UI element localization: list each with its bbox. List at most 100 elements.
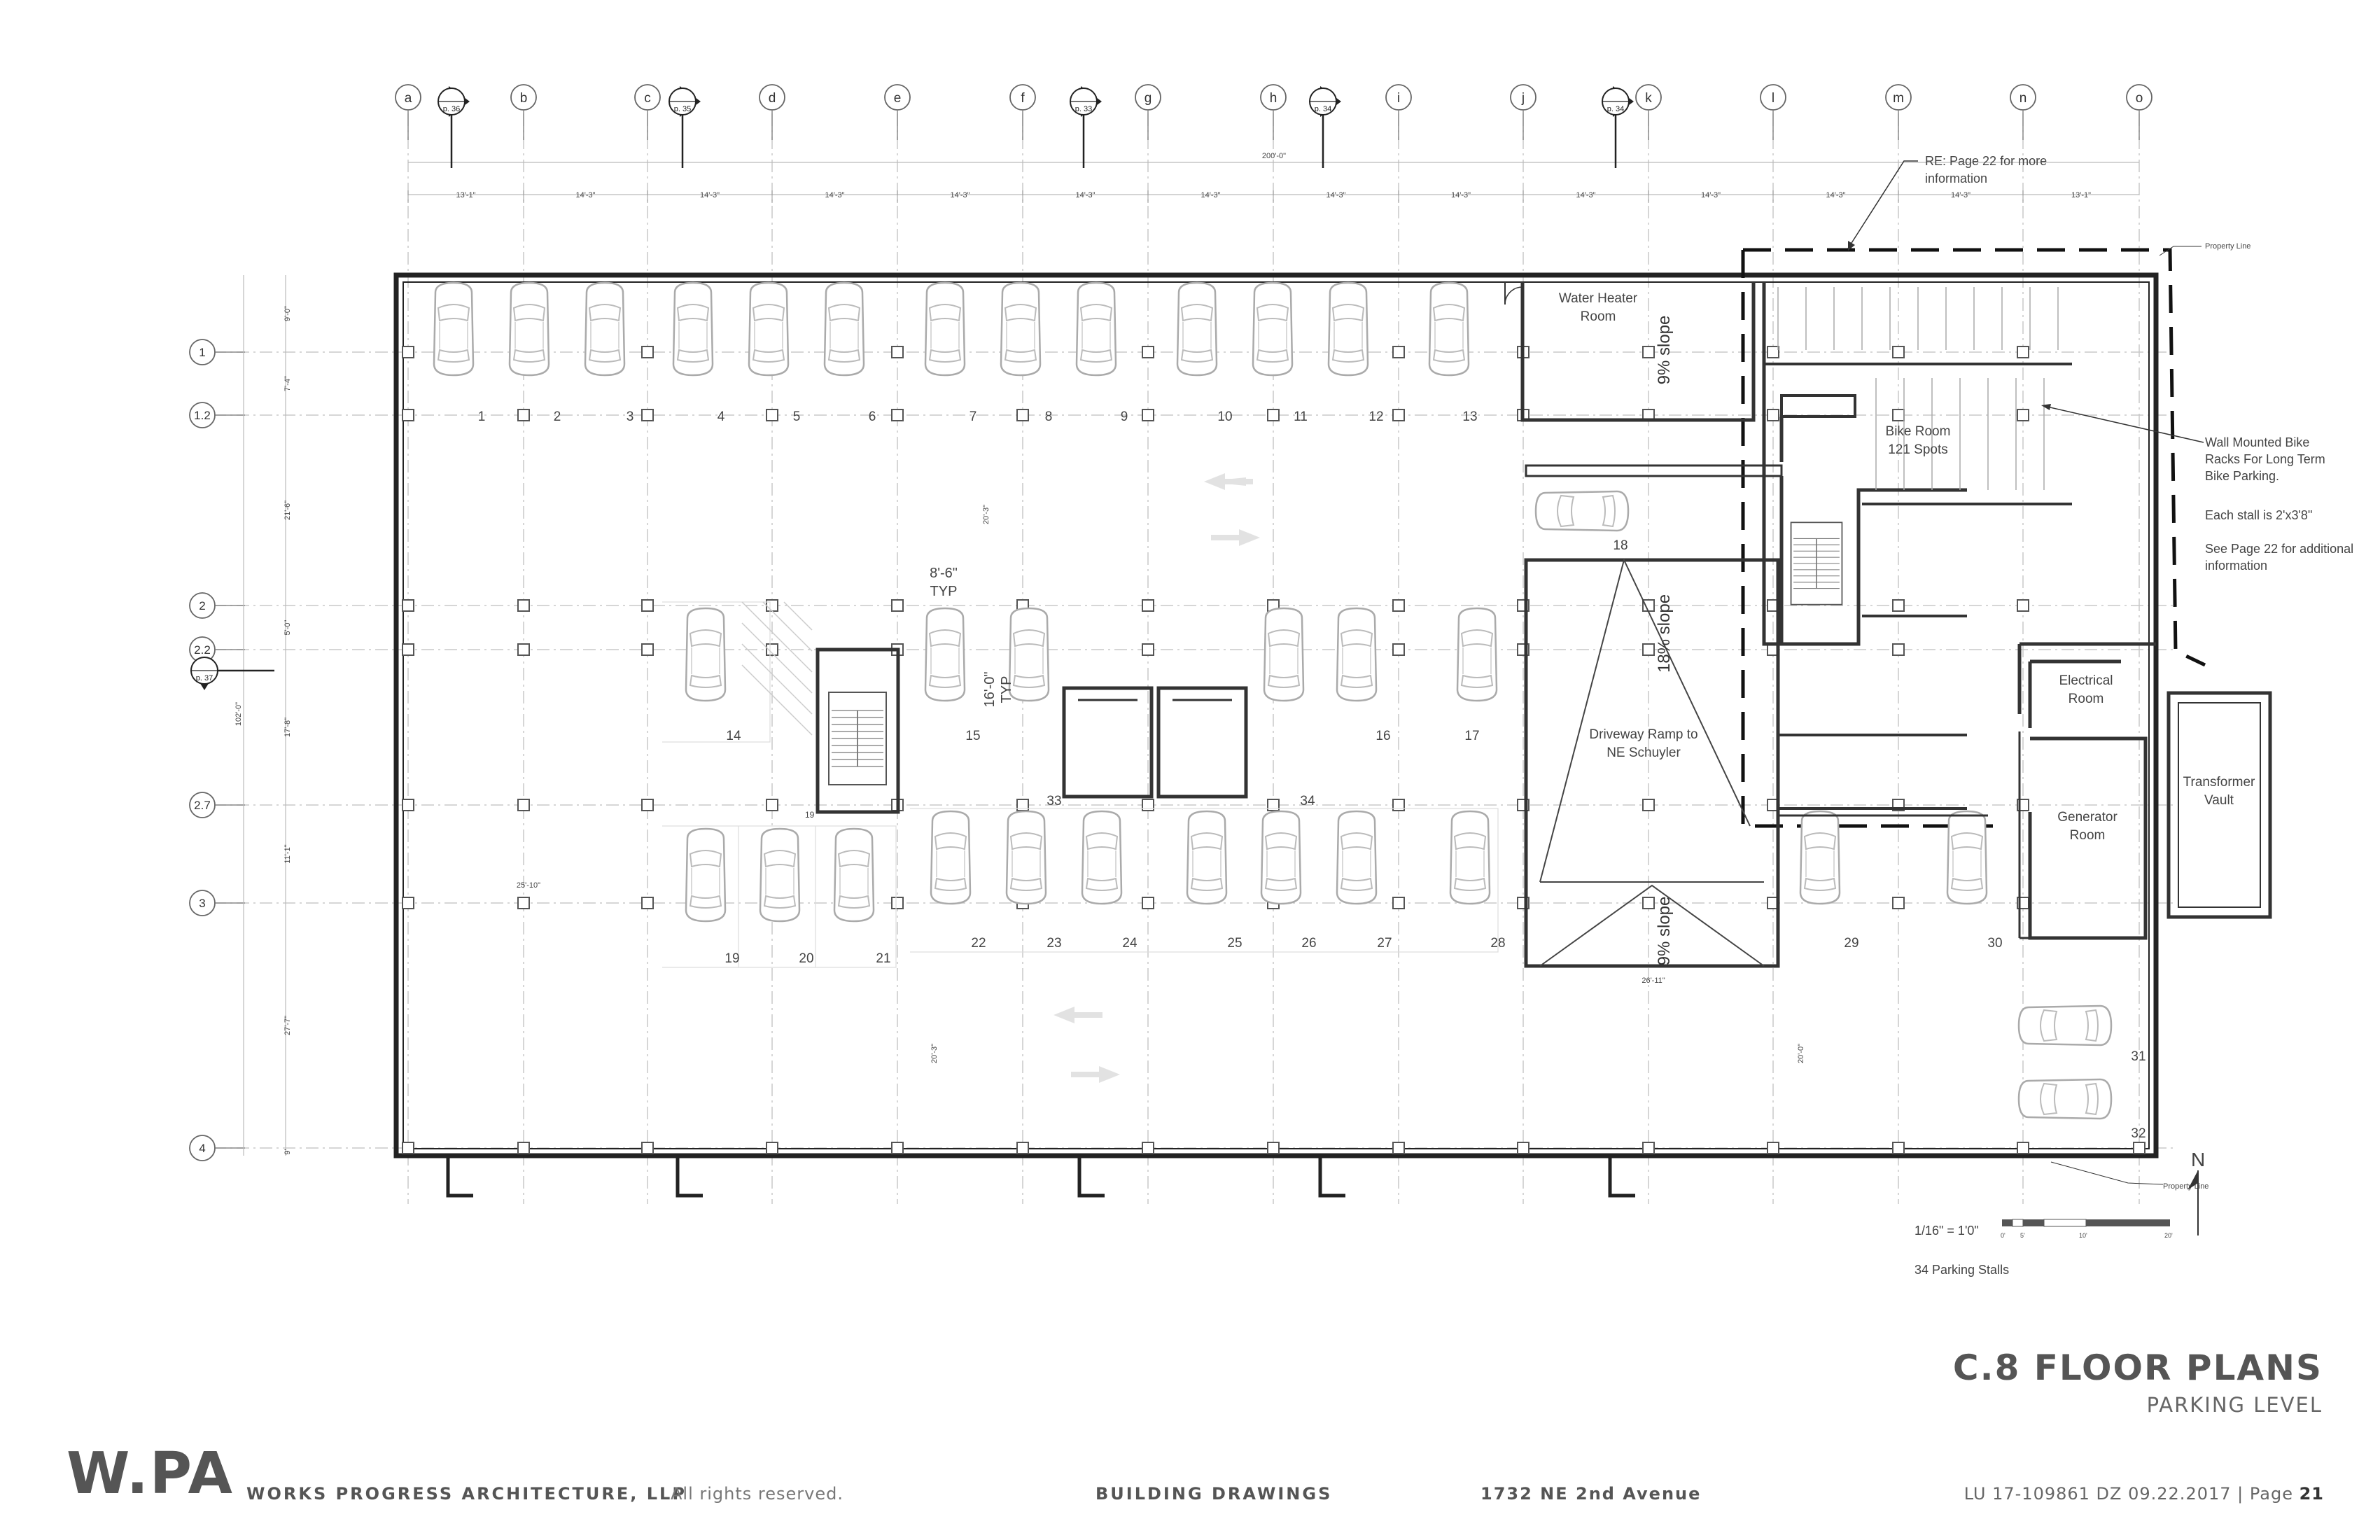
stall-number-29: 29 (1844, 936, 1858, 951)
column (402, 409, 414, 421)
column (1142, 346, 1154, 358)
stall-number-16: 16 (1376, 729, 1390, 743)
grid-label: g (1144, 91, 1152, 106)
section-marker: p. 33 (1070, 86, 1102, 168)
row-dim: 9' (284, 1149, 292, 1154)
column (1142, 1142, 1154, 1154)
property-line (1741, 248, 2206, 828)
svg-text:10': 10' (2079, 1232, 2087, 1239)
column (517, 409, 530, 421)
column (641, 799, 654, 811)
grid-bubble-row-4: 4 (189, 1135, 245, 1161)
grid-bubble-row-2.7: 2.7 (189, 792, 245, 818)
slope-lower: 9% slope (1655, 897, 1674, 966)
column (2133, 1142, 2146, 1154)
bay-dim: 14'-3" (1576, 191, 1595, 200)
north-label: N (2191, 1149, 2205, 1170)
section-marker: p. 35 (668, 86, 701, 168)
stall-number-28: 28 (1490, 936, 1505, 951)
stall-number-22: 22 (971, 936, 986, 951)
column (1142, 599, 1154, 612)
bay-dim: 14'-3" (575, 191, 595, 200)
parked-car-middle-row (1008, 607, 1050, 702)
grid-label: 1 (199, 346, 205, 359)
column (1642, 1142, 1655, 1154)
grid-label: b (520, 91, 528, 106)
svg-text:20': 20' (2164, 1232, 2173, 1239)
column (891, 897, 904, 909)
grid-label: a (405, 91, 412, 106)
column (1392, 643, 1405, 656)
re-page-note: RE: Page 22 for more (1925, 154, 2047, 168)
stall-number-14: 14 (726, 729, 741, 743)
column (891, 346, 904, 358)
bay-dim: 14'-3" (950, 191, 969, 200)
parked-car-lower-row (1799, 810, 1841, 905)
parked-car-lower-row (1336, 810, 1378, 905)
grid-bubble-col-b: b (510, 84, 537, 140)
bay-dim: 13'-1" (456, 191, 475, 200)
grid-bubble-col-n: n (2010, 84, 2036, 140)
stall-number-30: 30 (1987, 936, 2002, 951)
water-heater-room-label: Water Heater (1559, 291, 1638, 306)
column (1392, 1142, 1405, 1154)
column (1642, 897, 1655, 909)
column (1392, 799, 1405, 811)
section-marker: p. 34 (1309, 86, 1341, 168)
grid-label: f (1021, 91, 1025, 106)
parked-car-top-row (584, 281, 626, 377)
parked-car-lower-row (1186, 810, 1228, 905)
parked-car-top-row (1075, 281, 1117, 377)
firm-name: WORKS PROGRESS ARCHITECTURE, LLP (246, 1484, 687, 1504)
stall-number-25: 25 (1227, 936, 1242, 951)
column (1517, 1142, 1530, 1154)
grid-bubble-col-g: g (1135, 84, 1161, 140)
column (402, 1142, 414, 1154)
stall-width-typ: TYP (930, 584, 958, 599)
grid-label: l (1772, 91, 1774, 106)
grid-bubble-row-1.2: 1.2 (189, 402, 245, 428)
column (766, 409, 778, 421)
column (402, 897, 414, 909)
stall-number-4: 4 (718, 410, 725, 424)
stall-number-32: 32 (2131, 1126, 2146, 1141)
bay-dim: 14'-3" (1451, 191, 1471, 200)
grid-bubble-col-k: k (1635, 84, 1662, 140)
parked-car-top-row (433, 281, 475, 377)
column (1767, 346, 1779, 358)
grid-label: o (2136, 91, 2143, 106)
bike-room-spots: 121 Spots (1888, 442, 1948, 457)
grid-bubble-row-2.2: 2.2 (189, 636, 245, 663)
section-marker-label: p. 34 (1607, 105, 1624, 113)
sheet-subtitle: PARKING LEVEL (2146, 1393, 2323, 1417)
stall-number-21: 21 (876, 951, 890, 966)
column (641, 643, 654, 656)
grid-bubble-col-a: a (395, 84, 421, 140)
parked-car-lower-row (1081, 810, 1123, 905)
grid-label: m (1893, 91, 1904, 106)
parked-car-top-row (672, 281, 714, 377)
column (2017, 599, 2029, 612)
column (641, 1142, 654, 1154)
column (402, 599, 414, 612)
column (2017, 409, 2029, 421)
electrical-room-label-2: Room (2068, 692, 2104, 706)
column (641, 599, 654, 612)
parked-car-middle-row (1336, 607, 1378, 702)
column (1642, 599, 1655, 612)
grid-label: i (1397, 91, 1400, 106)
parked-car-top-row (924, 281, 966, 377)
column (1016, 409, 1029, 421)
column (1392, 599, 1405, 612)
stall-depth-typ: TYP (999, 676, 1014, 704)
bay-dim: 14'-3" (1826, 191, 1845, 200)
svg-text:information: information (2205, 559, 2267, 573)
grid-label: e (894, 91, 902, 106)
sheet-title: C.8 FLOOR PLANS (1952, 1348, 2323, 1388)
stair-19-label: 19 (805, 810, 815, 820)
column (402, 799, 414, 811)
generator-room-label: Generator (2057, 810, 2118, 825)
parked-car-32 (2017, 1078, 2113, 1120)
row-dim: 17'-8" (284, 718, 292, 737)
